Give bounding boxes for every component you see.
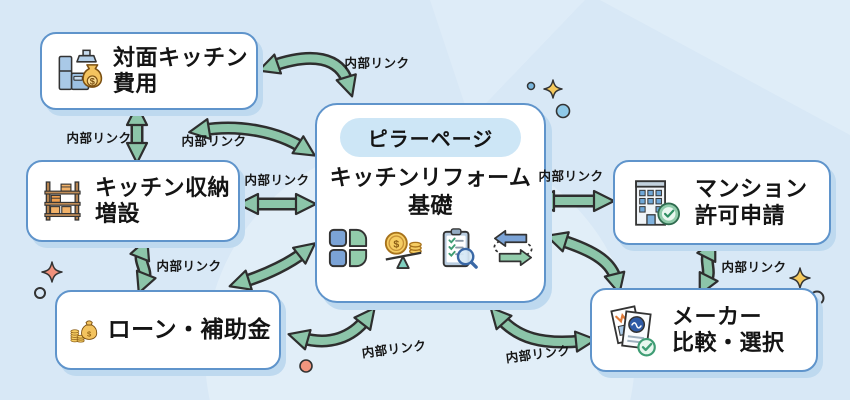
dot-decoration — [555, 103, 571, 119]
card-kitchen-cost: $ 対面キッチン 費用 — [40, 32, 258, 110]
arrow-center-maker-diagonal — [545, 231, 626, 295]
pillar-page-title: キッチンリフォーム 基礎 — [329, 165, 532, 218]
balance-coin-icon: $ — [384, 231, 422, 269]
layout-icon — [328, 228, 368, 268]
arrow-layer — [125, 51, 719, 353]
sparkle-icon — [543, 79, 563, 99]
arrow-loan-center-diagonal — [228, 242, 317, 291]
arrow-center-maker-bottom — [489, 306, 598, 353]
card-maker-label: メーカー 比較・選択 — [672, 303, 785, 355]
internal-link-label: 内部リンク — [156, 259, 222, 274]
counter-kitchen-moneybag-icon: $ — [58, 49, 103, 91]
card-storage: キッチン収納 増設 — [26, 160, 240, 242]
dot-decoration — [299, 359, 313, 373]
card-kitchen-cost-label: 対面キッチン 費用 — [112, 44, 248, 96]
card-maker: メーカー 比較・選択 — [590, 288, 818, 372]
arrow-storage-loan — [129, 237, 157, 295]
svg-text:$: $ — [87, 330, 92, 339]
internal-link-label: 内部リンク — [181, 134, 247, 149]
pillar-topic-icons: $ — [327, 227, 534, 269]
building-approval-icon — [635, 179, 681, 226]
arrow-loan-center-bottom — [287, 306, 376, 351]
card-loan: $ ローン・補助金 — [55, 290, 281, 370]
internal-link-label: 内部リンク — [538, 169, 604, 184]
sparkle-icon — [789, 267, 811, 289]
arrow-kitchencost-center — [257, 51, 357, 98]
catalogs-check-icon — [610, 305, 656, 357]
card-mansion: マンション 許可申請 — [613, 160, 831, 245]
internal-link-label: 内部リンク — [344, 56, 410, 71]
arrow-storage-center-upper — [188, 118, 316, 157]
shelf-boxes-icon — [44, 181, 81, 221]
internal-link-label: 内部リンク — [721, 260, 787, 275]
checklist-search-icon — [442, 228, 478, 269]
internal-link-label: 内部リンク — [244, 173, 310, 188]
bg-wedge-2 — [430, 0, 585, 120]
bg-wedge — [600, 0, 850, 135]
svg-text:$: $ — [90, 76, 95, 86]
pillar-page-badge: ピラーページ — [339, 118, 522, 157]
svg-text:$: $ — [393, 239, 399, 251]
coins-moneybag-icon: $ — [70, 320, 98, 343]
card-mansion-label: マンション 許可申請 — [695, 176, 808, 228]
ring-decoration — [34, 287, 46, 299]
dot-decoration — [526, 81, 536, 91]
card-pillar-page: ピラーページ キッチンリフォーム 基礎 $ — [315, 103, 546, 303]
card-loan-label: ローン・補助金 — [107, 316, 271, 343]
arrow-mansion-maker — [696, 238, 719, 296]
card-storage-label: キッチン収納 増設 — [94, 174, 230, 226]
sparkle-icon — [41, 261, 63, 283]
swap-arrows-icon — [493, 229, 533, 267]
internal-link-label: 内部リンク — [66, 131, 132, 146]
